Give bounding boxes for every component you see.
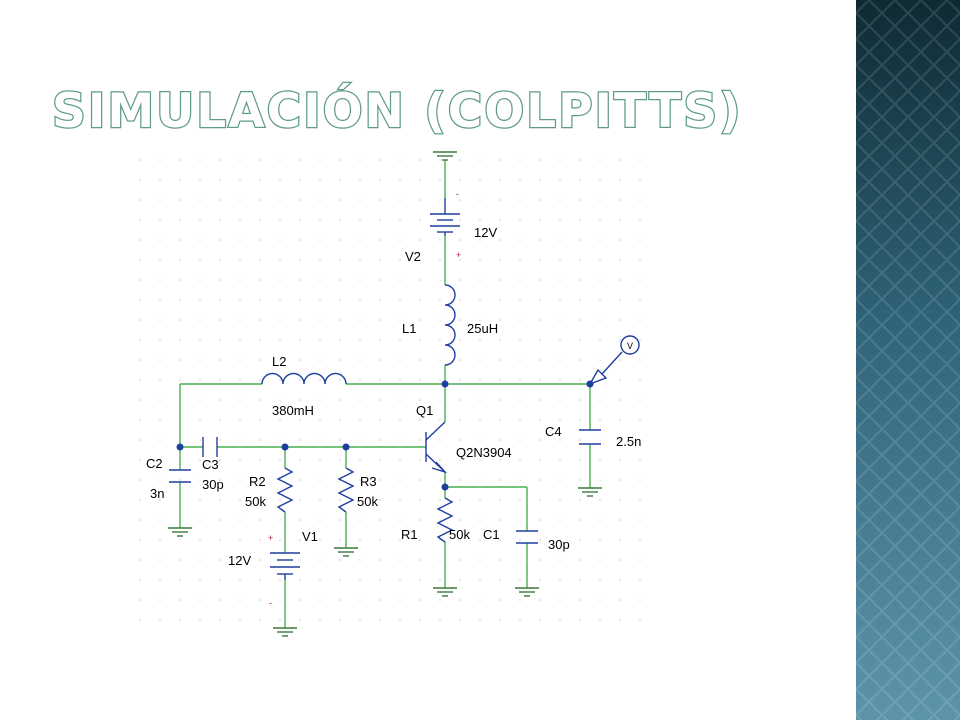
battery-v2 [430, 198, 460, 236]
capacitor-c2 [169, 469, 191, 483]
c1-name: C1 [483, 527, 500, 542]
voltage-probe: V [588, 335, 640, 386]
capacitor-c4 [579, 429, 601, 445]
ground-r1 [433, 587, 457, 597]
resistor-r1 [436, 497, 454, 543]
r3-name: R3 [360, 474, 377, 489]
decorative-side-band [856, 0, 960, 720]
ground-c1 [515, 587, 539, 597]
v1-name: V1 [302, 529, 318, 544]
q1-name: Q1 [416, 403, 433, 418]
v1-minus-marker: - [269, 598, 272, 608]
c3-name: C3 [202, 457, 219, 472]
probe-symbol-label: V [627, 341, 633, 351]
transistor-q1 [425, 421, 448, 474]
resistor-r3 [337, 467, 355, 513]
ground-c2 [168, 527, 192, 537]
capacitor-c1 [516, 530, 538, 544]
c2-name: C2 [146, 456, 163, 471]
r1-value: 50k [449, 527, 470, 542]
wires [179, 160, 591, 628]
r3-value: 50k [357, 494, 378, 509]
junction-dots [176, 380, 594, 491]
schematic-grid [139, 159, 641, 621]
inductor-l2 [261, 372, 347, 385]
ground-r3 [334, 547, 358, 557]
slide-title: SIMULACIÓN (COLPITTS) [51, 84, 743, 139]
v1-value: 12V [228, 553, 251, 568]
l2-value: 380mH [272, 403, 314, 418]
v2-plus-marker: + [456, 250, 461, 260]
ground-v1 [273, 627, 297, 637]
battery-v1 [270, 552, 300, 580]
l1-name: L1 [402, 321, 416, 336]
r2-name: R2 [249, 474, 266, 489]
c2-value: 3n [150, 486, 164, 501]
resistor-r2 [276, 467, 294, 513]
c4-name: C4 [545, 424, 562, 439]
v1-plus-marker: + [268, 533, 273, 543]
c1-value: 30p [548, 537, 570, 552]
q1-value: Q2N3904 [456, 445, 512, 460]
capacitor-c3 [202, 437, 218, 457]
component-labels: 12V V2 L1 25uH L2 380mH Q1 Q2N3904 C4 2.… [146, 225, 641, 568]
l2-name: L2 [272, 354, 286, 369]
l1-value: 25uH [467, 321, 498, 336]
v2-value: 12V [474, 225, 497, 240]
c4-value: 2.5n [616, 434, 641, 449]
ground-symbols [168, 151, 602, 637]
c3-value: 30p [202, 477, 224, 492]
ground-v2 [433, 151, 457, 161]
r1-name: R1 [401, 527, 418, 542]
r2-value: 50k [245, 494, 266, 509]
v2-name: V2 [405, 249, 421, 264]
inductor-l1 [444, 284, 456, 366]
v2-minus-marker: - [456, 189, 459, 199]
ground-c4 [578, 487, 602, 497]
